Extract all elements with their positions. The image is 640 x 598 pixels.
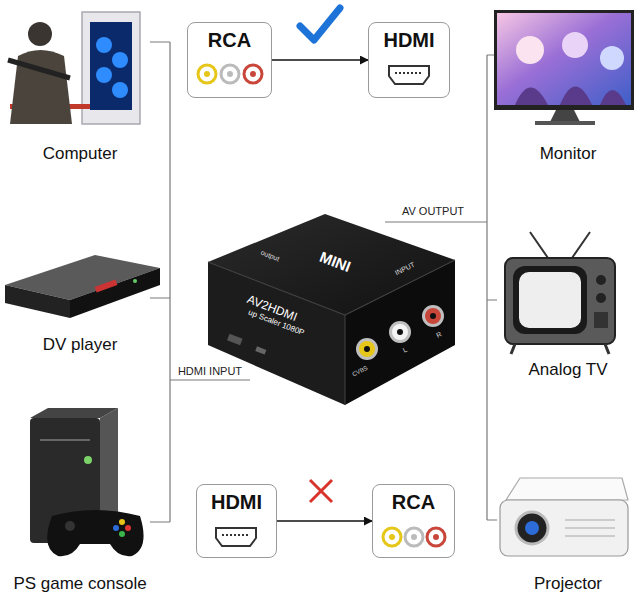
device-name: PS game console — [13, 575, 146, 594]
hdmi-port-symbols — [216, 66, 429, 546]
box-title: HDMI — [369, 23, 449, 52]
rca-jack-symbols — [198, 65, 445, 546]
cross-mark — [310, 480, 332, 502]
conversion-arrow — [277, 520, 372, 522]
adapter-device — [208, 214, 455, 405]
bracket-lines — [150, 42, 497, 522]
brand-label: MINI — [317, 249, 352, 276]
connector-type-box: HDMI — [368, 22, 450, 98]
device-name: DV player — [43, 336, 118, 355]
jack-label: CVBS — [351, 365, 369, 378]
device-name: Monitor — [540, 145, 597, 164]
device-name: Computer — [43, 145, 118, 164]
box-title: HDMI — [197, 485, 276, 514]
jack-label: L — [402, 346, 409, 355]
monitor-icon — [494, 10, 634, 125]
box-title: RCA — [373, 485, 454, 514]
check-mark — [300, 8, 340, 40]
analog-tv-icon — [505, 232, 615, 354]
device-name: Projector — [534, 575, 602, 594]
connector-type-box: HDMI — [196, 484, 277, 558]
device-name: Analog TV — [528, 361, 607, 380]
box-title: RCA — [188, 23, 271, 52]
projector-icon — [500, 478, 628, 556]
port-label: output — [260, 249, 281, 263]
connector-type-box: RCA — [372, 484, 455, 558]
jack-label: R — [435, 330, 443, 339]
connector-type-box: RCA — [187, 22, 272, 98]
conversion-arrow — [272, 59, 368, 61]
port-label: AV OUTPUT — [402, 205, 464, 217]
game-console-icon — [30, 408, 144, 556]
dvd-player-icon — [5, 255, 160, 318]
computer-icon — [8, 12, 140, 124]
port-label: INPUT — [394, 261, 416, 277]
port-label: HDMI INPUT — [178, 365, 242, 377]
